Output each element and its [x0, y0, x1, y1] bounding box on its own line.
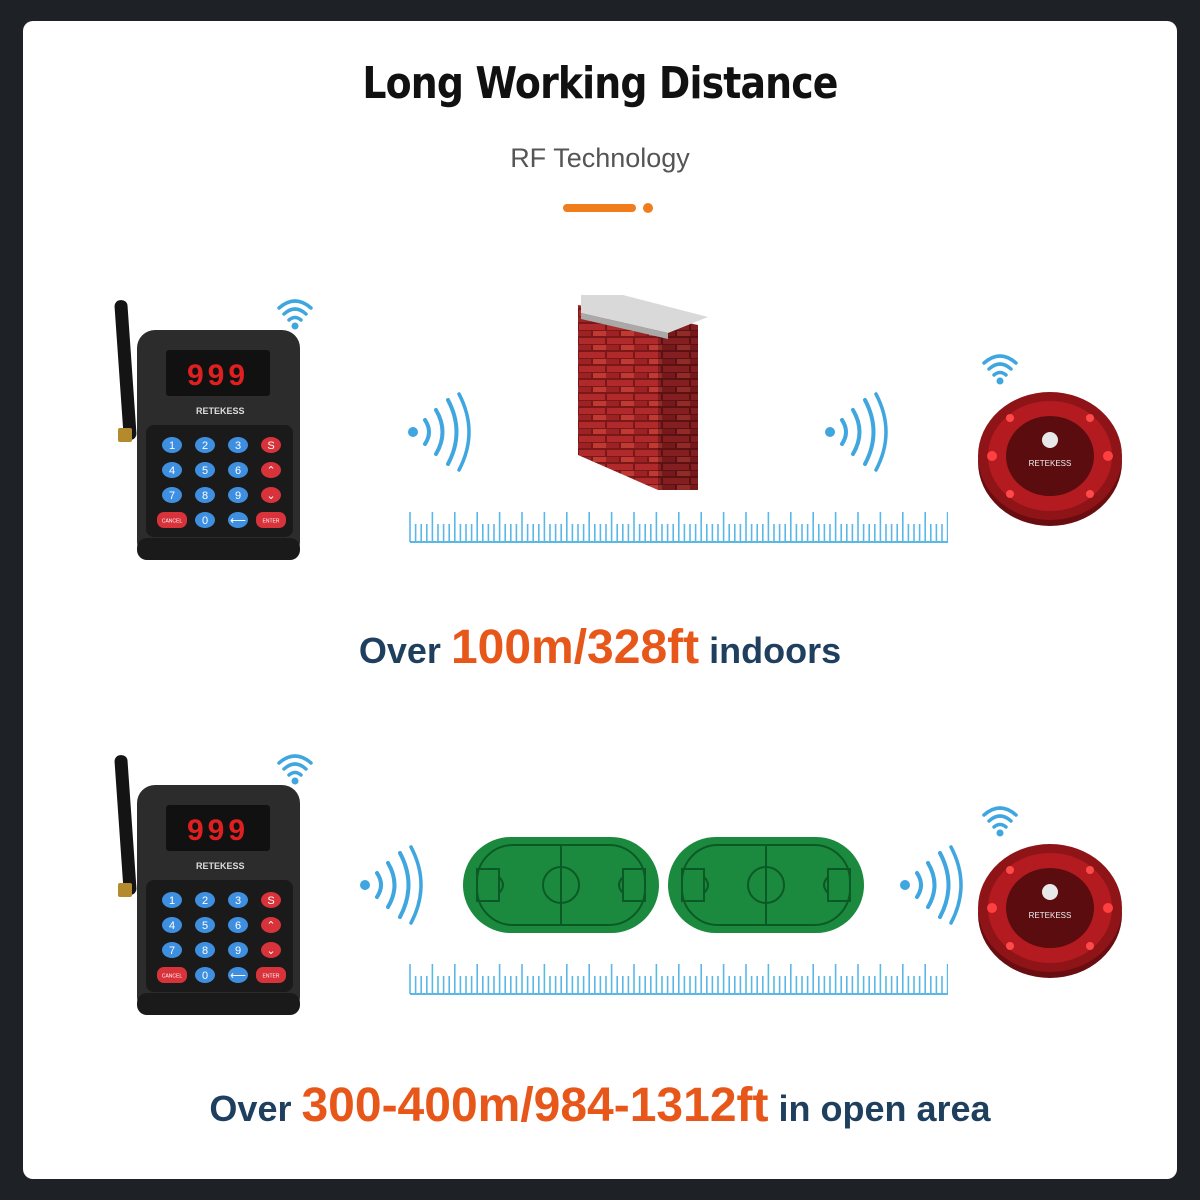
caption-highlight: 100m/328ft	[450, 621, 700, 674]
keypad-key: ⌄	[261, 942, 281, 958]
svg-text:2: 2	[202, 895, 208, 907]
wifi-icon	[982, 354, 1018, 385]
svg-text:8: 8	[202, 945, 208, 957]
keypad-key: 4	[162, 917, 182, 933]
keypad-key: ⟵	[228, 967, 248, 983]
svg-text:1: 1	[169, 440, 175, 452]
svg-text:9: 9	[235, 490, 241, 502]
transmitter-keypad: 999 RETEKESS 1 2 3 S 4 5 6 ⌃ 7 8 9 ⌄ CANCEL 0 ⟵ ENTER	[114, 755, 300, 1015]
svg-text:⌃: ⌃	[266, 465, 275, 477]
svg-text:⟵: ⟵	[230, 970, 246, 982]
svg-text:9: 9	[235, 945, 241, 957]
keypad-key: 9	[228, 942, 248, 958]
svg-text:7: 7	[169, 945, 175, 957]
svg-text:8: 8	[202, 490, 208, 502]
transmitter-keypad: 999 RETEKESS 1 2 3 S 4 5 6 ⌃ 7 8 9 ⌄ CANCEL 0 ⟵ ENTER	[114, 300, 300, 560]
pager-brand-label: RETEKESS	[1029, 459, 1072, 468]
keypad-key: 3	[228, 892, 248, 908]
wifi-icon	[982, 806, 1018, 837]
open-area-range-caption: Over 300-400m/984-1312ft in open area	[0, 1078, 1200, 1133]
signal-waves-icon	[408, 392, 471, 472]
svg-text:0: 0	[202, 515, 208, 527]
keypad-key: 6	[228, 462, 248, 478]
svg-text:3: 3	[235, 440, 241, 452]
page-subtitle: RF Technology	[510, 143, 690, 173]
svg-text:5: 5	[202, 920, 208, 932]
caption-prefix: Over	[358, 630, 451, 671]
keypad-key: 0	[195, 512, 215, 528]
keypad-key: 1	[162, 437, 182, 453]
keypad-key: ENTER	[256, 512, 286, 528]
wifi-icon	[277, 299, 313, 330]
svg-text:⌄: ⌄	[266, 490, 275, 502]
keypad-key: S	[261, 437, 281, 453]
signal-waves-icon	[825, 392, 888, 472]
distance-ruler	[409, 964, 948, 995]
keypad-key: CANCEL	[157, 967, 187, 983]
svg-text:S: S	[267, 895, 274, 907]
wifi-icon	[277, 754, 313, 785]
keypad-key: 7	[162, 487, 182, 503]
keypad-key: CANCEL	[157, 512, 187, 528]
svg-text:4: 4	[169, 920, 175, 932]
keypad-key: ENTER	[256, 967, 286, 983]
pager-brand-label: RETEKESS	[1029, 911, 1072, 920]
svg-text:7: 7	[169, 490, 175, 502]
caption-suffix: in open area	[768, 1088, 991, 1129]
keypad-key: S	[261, 892, 281, 908]
soccer-field-icon	[668, 837, 864, 933]
svg-text:1: 1	[169, 895, 175, 907]
svg-text:3: 3	[235, 895, 241, 907]
caption-suffix: indoors	[699, 630, 842, 671]
pager-coaster: RETEKESS	[978, 392, 1122, 526]
svg-text:6: 6	[235, 920, 241, 932]
caption-highlight: 300-400m/984-1312ft	[301, 1079, 769, 1132]
svg-text:ENTER: ENTER	[263, 974, 280, 980]
display-readout: 999	[187, 359, 249, 392]
keypad-key: 6	[228, 917, 248, 933]
accent-bar	[563, 204, 636, 212]
keypad-key: 7	[162, 942, 182, 958]
svg-text:S: S	[267, 440, 274, 452]
keypad-key: 0	[195, 967, 215, 983]
svg-text:4: 4	[169, 465, 175, 477]
soccer-field-icon	[463, 837, 659, 933]
caption-prefix: Over	[209, 1088, 302, 1129]
svg-text:ENTER: ENTER	[263, 519, 280, 525]
svg-text:6: 6	[235, 465, 241, 477]
indoor-range-caption: Over 100m/328ft indoors	[0, 620, 1200, 675]
keypad-key: 4	[162, 462, 182, 478]
svg-text:5: 5	[202, 465, 208, 477]
accent-dot	[643, 203, 653, 213]
svg-text:CANCEL: CANCEL	[162, 974, 183, 980]
distance-ruler	[409, 512, 948, 543]
svg-text:⟵: ⟵	[230, 515, 246, 527]
keypad-key: 2	[195, 892, 215, 908]
svg-text:⌄: ⌄	[266, 945, 275, 957]
keypad-key: ⌄	[261, 487, 281, 503]
display-readout: 999	[187, 814, 249, 847]
keypad-key: ⌃	[261, 462, 281, 478]
brick-wall-icon	[578, 295, 708, 490]
svg-text:0: 0	[202, 970, 208, 982]
svg-text:CANCEL: CANCEL	[162, 519, 183, 525]
keypad-key: 1	[162, 892, 182, 908]
signal-waves-icon	[360, 845, 423, 925]
keypad-key: 2	[195, 437, 215, 453]
keypad-key: 3	[228, 437, 248, 453]
svg-text:⌃: ⌃	[266, 920, 275, 932]
page-title: Long Working Distance	[362, 58, 838, 109]
brand-label: RETEKESS	[196, 406, 245, 416]
keypad-key: 5	[195, 917, 215, 933]
signal-waves-icon	[900, 845, 963, 925]
keypad-key: ⟵	[228, 512, 248, 528]
keypad-key: 9	[228, 487, 248, 503]
keypad-key: 5	[195, 462, 215, 478]
keypad-key: 8	[195, 487, 215, 503]
brand-label: RETEKESS	[196, 861, 245, 871]
svg-text:2: 2	[202, 440, 208, 452]
keypad-key: 8	[195, 942, 215, 958]
keypad-key: ⌃	[261, 917, 281, 933]
pager-coaster: RETEKESS	[978, 844, 1122, 978]
